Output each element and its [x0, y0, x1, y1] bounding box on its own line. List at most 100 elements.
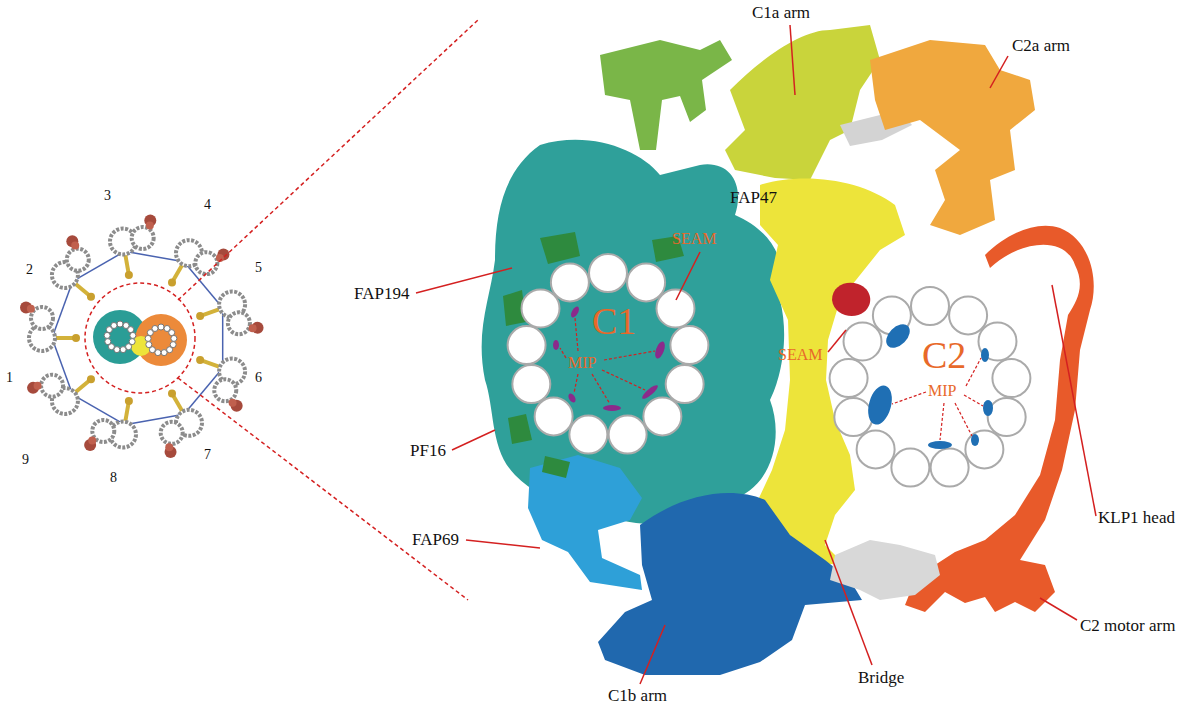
b-tubule	[161, 422, 183, 444]
protein-label: FAP194	[354, 284, 409, 304]
mip-leader	[955, 403, 972, 436]
protein-label: FAP47	[730, 188, 777, 208]
c1-protofilament	[522, 289, 560, 327]
spoke-head	[87, 293, 95, 301]
spoke-head	[72, 334, 80, 342]
zoom-line	[178, 378, 468, 600]
leader-line	[825, 540, 872, 665]
mip-leader	[604, 351, 655, 360]
c1-protofilament	[656, 289, 694, 327]
c2-protofilament	[949, 296, 987, 334]
c1-protofilament	[535, 397, 573, 435]
thumb-protofilament	[128, 327, 134, 333]
radial-spoke	[56, 336, 74, 340]
protein-label: Bridge	[858, 668, 904, 688]
central-apparatus	[416, 25, 1096, 684]
leader-line	[1052, 285, 1096, 516]
protein-label: KLP1 head	[1098, 508, 1175, 528]
leader-line	[416, 268, 512, 293]
c1-protofilament	[512, 365, 550, 403]
thumb-protofilament	[111, 322, 117, 328]
c2-protofilament	[857, 430, 895, 468]
c1a-arm-shape	[725, 25, 880, 180]
leader-line	[676, 252, 700, 300]
mip-density	[983, 400, 993, 416]
spoke-head	[168, 279, 176, 287]
leader-line	[640, 625, 665, 684]
c2-protofilament	[965, 430, 1003, 468]
c1-protofilament	[609, 416, 647, 454]
doublet-number: 1	[6, 370, 13, 386]
doublet-number: 8	[110, 470, 117, 486]
leader-line	[452, 430, 495, 450]
mip-density	[553, 340, 559, 350]
b-tubule	[67, 249, 89, 271]
fap194-shape	[540, 232, 580, 264]
nexin-link	[52, 281, 73, 338]
grey-density	[830, 540, 940, 600]
doublet-number: 2	[26, 262, 33, 278]
b-tubule	[41, 375, 63, 397]
mip-density	[864, 383, 896, 427]
c1-protofilament	[643, 397, 681, 435]
radial-spoke	[202, 309, 219, 315]
dynein-arm	[249, 324, 257, 332]
zoom-line	[178, 20, 478, 300]
mip-leader	[940, 403, 944, 440]
c1-protofilament	[666, 365, 704, 403]
b-tubule	[228, 312, 250, 334]
leader-line	[1040, 598, 1077, 620]
dynein-arm	[146, 221, 154, 229]
mip-density	[567, 392, 577, 404]
doublet-number: 5	[255, 260, 262, 276]
protein-label: C1a arm	[752, 3, 810, 23]
c2-protofilament	[891, 449, 929, 487]
protein-label: C2a arm	[1012, 36, 1070, 56]
mip-leader	[966, 358, 981, 386]
thumb-protofilament	[169, 330, 175, 336]
fap194-shape	[508, 414, 532, 444]
tubule-name: C1	[592, 300, 636, 344]
dynein-arm	[165, 443, 173, 451]
doublet-number: 4	[204, 197, 211, 213]
c1-protofilament	[508, 326, 546, 364]
dynein-arm	[71, 241, 79, 249]
seam-density	[832, 283, 870, 316]
protein-label: C1b arm	[608, 686, 667, 706]
thumb-protofilament	[145, 335, 151, 341]
c1-protofilament	[569, 416, 607, 454]
c1b-arm-shape	[598, 493, 862, 675]
spoke-head	[87, 375, 95, 383]
thumb-protofilament	[120, 347, 126, 353]
doublet-number: 3	[104, 188, 111, 204]
pf16-shape	[482, 140, 785, 524]
radial-spoke	[173, 265, 182, 281]
dynein-arm	[88, 436, 96, 444]
thumb-protofilament	[155, 350, 161, 356]
microtubule-ring: C2SEAMMIP	[770, 270, 1020, 500]
structure-label: MIP	[928, 382, 956, 400]
c2-protofilament	[988, 398, 1026, 436]
mip-leader	[602, 370, 645, 390]
thumb-protofilament	[130, 332, 136, 338]
b-tubule	[214, 379, 236, 401]
spoke-head	[125, 397, 133, 405]
c2-protofilament	[844, 322, 882, 360]
leader-line	[790, 25, 795, 95]
mip-density	[603, 405, 621, 411]
mip-density	[928, 441, 952, 449]
c1-protofilament	[589, 254, 627, 292]
protein-label: PF16	[410, 441, 446, 461]
leader-line	[828, 330, 846, 352]
leader-line	[466, 540, 540, 548]
radial-spoke	[125, 403, 128, 421]
mip-leader	[892, 392, 926, 404]
thumb-protofilament	[158, 324, 164, 330]
mip-density	[882, 320, 915, 353]
a-tubule	[110, 228, 136, 254]
protein-label: FAP69	[412, 530, 459, 550]
thumb-protofilament	[152, 325, 158, 331]
microtubule-ring: C1SEAMMIP	[500, 220, 740, 470]
spoke-head	[125, 271, 133, 279]
